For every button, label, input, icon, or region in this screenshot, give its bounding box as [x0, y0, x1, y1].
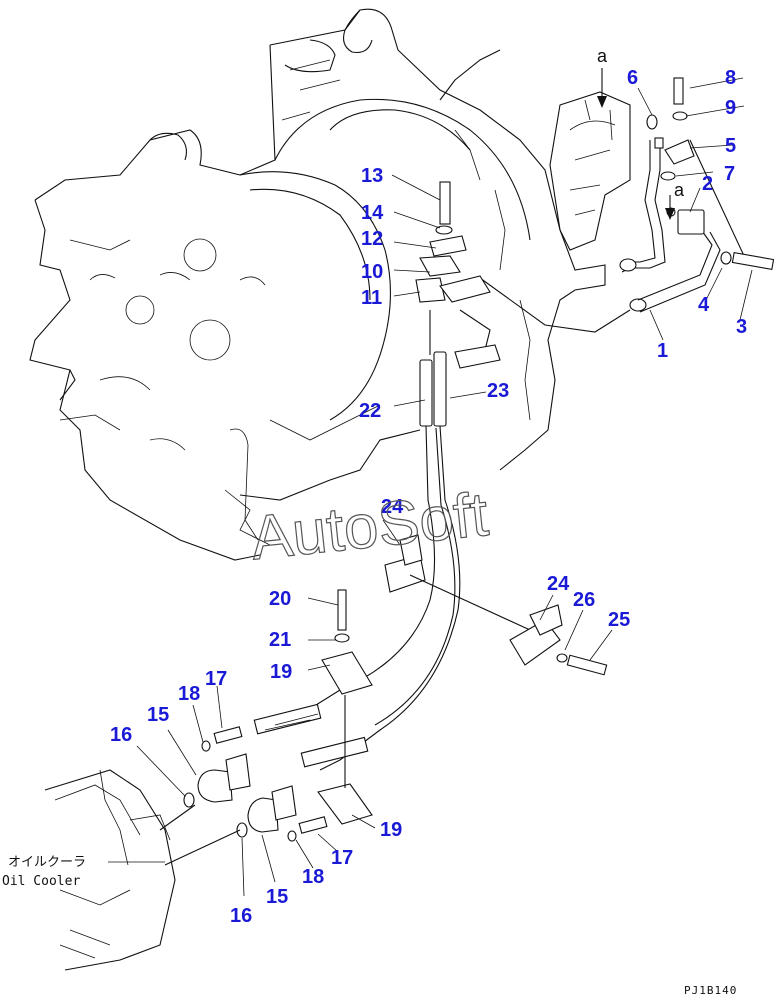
callout-18-lower: 18	[302, 866, 324, 888]
clamp-group-lower	[317, 589, 373, 825]
callout-17-lower: 17	[331, 847, 353, 869]
callout-14: 14	[361, 202, 384, 224]
leader-lines	[108, 77, 753, 897]
callout-5: 5	[725, 135, 736, 157]
callout-7: 7	[724, 163, 735, 185]
transmission-housing	[239, 8, 606, 471]
callout-labels: 1 2 3 4 5 6 7 8 9 10 11 12 13 14 15 15 1…	[110, 67, 747, 927]
oil-cooler	[44, 769, 176, 971]
callout-2: 2	[702, 173, 713, 195]
hose-assembly	[253, 351, 461, 771]
clamp-group-middle	[384, 534, 608, 676]
callout-1: 1	[657, 340, 668, 362]
callout-19-upper: 19	[270, 661, 292, 683]
callout-9: 9	[725, 97, 736, 119]
callout-20: 20	[269, 588, 291, 610]
callout-16-upper: 16	[110, 724, 132, 746]
callout-19-lower: 19	[380, 819, 402, 841]
view-arrow-side	[665, 195, 675, 220]
pipe-assembly-upper	[479, 77, 774, 333]
callout-13: 13	[361, 165, 383, 187]
oil-cooler-label-en: Oil Cooler	[2, 874, 80, 889]
view-marker-a-side: a	[674, 180, 685, 200]
flange-group	[159, 726, 328, 866]
engine-block	[29, 129, 421, 561]
callout-11: 11	[361, 287, 382, 309]
callout-26: 26	[573, 589, 595, 611]
callout-3: 3	[736, 316, 747, 338]
callout-25: 25	[608, 609, 630, 631]
callout-24-upper: 24	[381, 496, 404, 518]
callout-21: 21	[269, 629, 291, 651]
callout-6: 6	[627, 67, 638, 89]
callout-23: 23	[487, 380, 509, 402]
callout-4: 4	[698, 294, 710, 316]
drawing-code: PJ1B140	[684, 984, 737, 997]
callout-22: 22	[359, 400, 381, 422]
watermark: AutoSoft	[248, 480, 492, 573]
callout-15-lower: 15	[266, 886, 288, 908]
callout-24-lower: 24	[547, 573, 570, 595]
view-arrow-top	[597, 68, 607, 108]
clamp-group-upper	[415, 181, 501, 369]
callout-17-upper: 17	[205, 668, 227, 690]
callout-12: 12	[361, 228, 383, 250]
valve-body	[549, 91, 631, 251]
view-marker-a-top: a	[597, 46, 608, 66]
callout-15-upper: 15	[147, 704, 169, 726]
callout-18-upper: 18	[178, 683, 200, 705]
callout-16-lower: 16	[230, 905, 252, 927]
oil-cooler-label-jp: オイルクーラ	[8, 855, 86, 870]
callout-10: 10	[361, 261, 383, 283]
callout-8: 8	[725, 67, 736, 89]
